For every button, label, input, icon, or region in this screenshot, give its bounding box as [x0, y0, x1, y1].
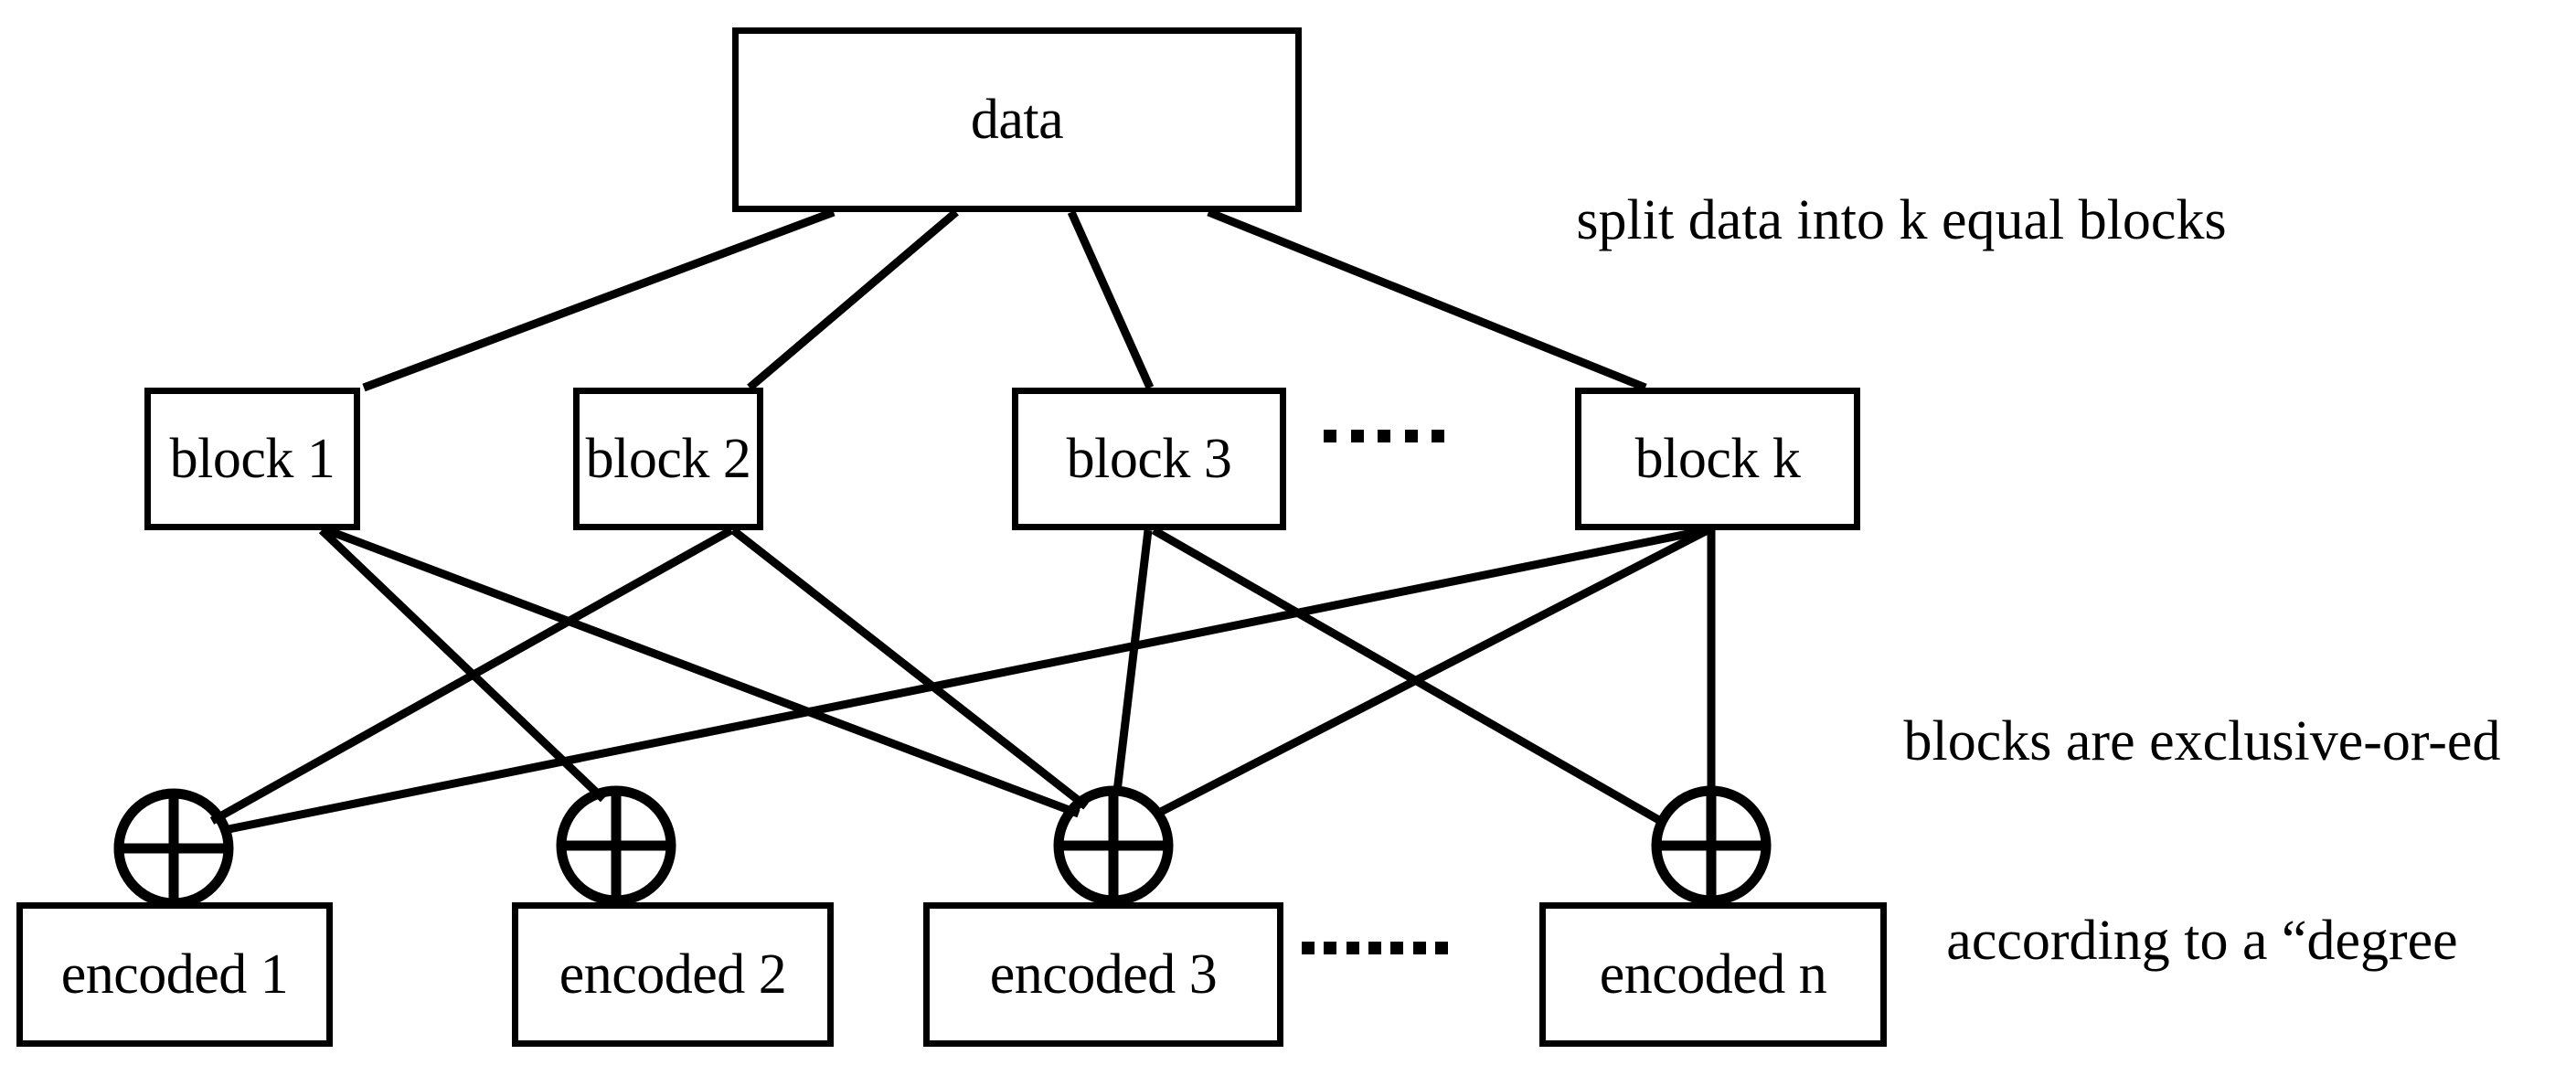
ellipsis-dot	[1346, 942, 1359, 954]
ellipsis-dot	[1378, 430, 1390, 442]
ellipsis-dot	[1324, 942, 1337, 954]
edge-block-3-to-xor-n	[1151, 527, 1666, 826]
ellipsis-dot	[1350, 430, 1364, 442]
node-block-2-label: block 2	[585, 428, 751, 490]
blocks-ellipsis	[1324, 430, 1444, 442]
edge-block-3-to-xor-3	[1112, 529, 1153, 793]
node-encoded-2[interactable]: encoded 2	[512, 902, 834, 1047]
split-annotation: split data into k equal blocks	[1576, 189, 2227, 251]
node-encoded-2-label: encoded 2	[559, 943, 787, 1006]
node-block-1[interactable]: block 1	[144, 388, 360, 530]
node-encoded-3-label: encoded 3	[989, 943, 1218, 1006]
ellipsis-dot	[1412, 942, 1426, 954]
edge-data-to-block-2	[747, 208, 959, 391]
node-block-1-label: block 1	[169, 428, 335, 490]
node-block-3-label: block 3	[1066, 428, 1232, 490]
xor-annotation-line-2: according to a “degree	[1946, 909, 2458, 972]
node-block-k[interactable]: block k	[1575, 388, 1860, 530]
edge-block-1-to-xor-2	[318, 527, 607, 803]
edge-data-to-block-k	[1207, 208, 1647, 392]
node-data-label: data	[970, 89, 1064, 151]
node-encoded-n-label: encoded n	[1599, 943, 1827, 1006]
node-block-3[interactable]: block 3	[1012, 388, 1286, 530]
edge-block-2-to-xor-1	[209, 527, 734, 825]
ellipsis-dot	[1390, 942, 1404, 954]
edge-block-k-to-xor-3	[1151, 526, 1710, 820]
xor-annotation: blocks are exclusive-or-ed according to …	[1828, 576, 2576, 1076]
node-encoded-n[interactable]: encoded n	[1539, 902, 1887, 1047]
node-encoded-3[interactable]: encoded 3	[923, 902, 1283, 1047]
xor-annotation-line-1: blocks are exclusive-or-ed	[1903, 710, 2501, 773]
node-data[interactable]: data	[732, 27, 1302, 212]
encoded-ellipsis	[1302, 942, 1448, 954]
node-block-2[interactable]: block 2	[573, 388, 763, 530]
ellipsis-dot	[1434, 942, 1448, 954]
ellipsis-dot	[1302, 942, 1315, 954]
node-encoded-1[interactable]: encoded 1	[16, 902, 333, 1047]
edge-block-k-to-xor-1	[223, 526, 1707, 835]
node-block-k-label: block k	[1634, 428, 1801, 490]
ellipsis-dot	[1432, 430, 1444, 442]
node-encoded-1-label: encoded 1	[60, 943, 289, 1006]
ellipsis-dot	[1368, 942, 1381, 954]
edge-data-to-block-3	[1067, 210, 1155, 389]
ellipsis-dot	[1324, 430, 1336, 442]
edge-block-1-to-xor-3	[325, 526, 1080, 818]
edge-block-2-to-xor-3	[730, 527, 1089, 810]
edge-data-to-block-1	[362, 208, 836, 392]
ellipsis-dot	[1404, 430, 1418, 442]
